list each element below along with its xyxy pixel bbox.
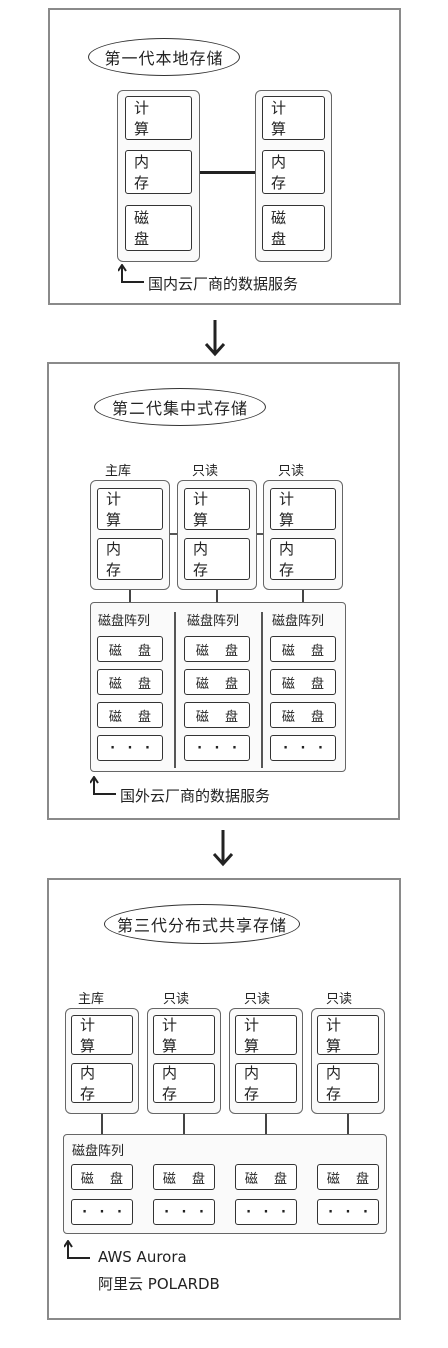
gen3-node-to-array-line xyxy=(183,1114,185,1134)
gen3-more-2: · · · xyxy=(153,1199,215,1225)
gen1-left-compute: 计 算 xyxy=(125,96,192,140)
gen3-more-3: · · · xyxy=(235,1199,297,1225)
gen1-right-disk: 磁 盘 xyxy=(262,205,325,251)
gen2-node-to-array-line xyxy=(302,590,304,602)
gen2-readonly2-compute: 计 算 xyxy=(270,488,336,530)
gen3-readonly2-memory: 内 存 xyxy=(235,1063,297,1103)
gen2-node-label-readonly-2: 只读 xyxy=(278,464,305,479)
gen2-array2-disk-1: 磁 盘 xyxy=(184,636,250,662)
gen2-primary-memory: 内 存 xyxy=(97,538,163,580)
gen1-connector xyxy=(200,171,255,174)
gen1-left-memory: 内 存 xyxy=(125,150,192,194)
gen2-array2-disk-2: 磁 盘 xyxy=(184,669,250,695)
gen3-readonly1-compute: 计 算 xyxy=(153,1015,215,1055)
gen3-caption-line1: AWS Aurora xyxy=(98,1248,187,1266)
gen2-title: 第二代集中式存储 xyxy=(94,388,266,426)
gen3-node-label-readonly-3: 只读 xyxy=(326,992,353,1007)
gen2-node-label-readonly-1: 只读 xyxy=(192,464,219,479)
arrow-down-icon xyxy=(200,318,230,358)
gen3-disk-1: 磁 盘 xyxy=(71,1164,133,1190)
gen2-readonly1-compute: 计 算 xyxy=(184,488,250,530)
gen3-array-label: 磁盘阵列 xyxy=(72,1144,125,1159)
gen2-readonly2-memory: 内 存 xyxy=(270,538,336,580)
gen2-node-to-array-line xyxy=(216,590,218,602)
gen3-readonly3-compute: 计 算 xyxy=(317,1015,379,1055)
gen3-more-1: · · · xyxy=(71,1199,133,1225)
gen2-node-connector xyxy=(257,533,263,535)
gen2-node-label-primary: 主库 xyxy=(105,464,132,479)
gen3-node-to-array-line xyxy=(101,1114,103,1134)
gen2-array3-disk-1: 磁 盘 xyxy=(270,636,336,662)
gen3-primary-compute: 计 算 xyxy=(71,1015,133,1055)
gen2-array-label: 磁盘阵列 xyxy=(272,614,325,629)
gen3-readonly1-memory: 内 存 xyxy=(153,1063,215,1103)
gen2-array1-more: · · · xyxy=(97,735,163,761)
gen2-array1-disk-2: 磁 盘 xyxy=(97,669,163,695)
gen2-array2-disk-3: 磁 盘 xyxy=(184,702,250,728)
gen3-disk-2: 磁 盘 xyxy=(153,1164,215,1190)
gen3-node-label-primary: 主库 xyxy=(78,992,105,1007)
arrow-up-corner-icon xyxy=(117,263,146,288)
gen2-array1-disk-3: 磁 盘 xyxy=(97,702,163,728)
gen3-node-label-readonly-2: 只读 xyxy=(244,992,271,1007)
gen2-array2-more: · · · xyxy=(184,735,250,761)
gen1-right-compute: 计 算 xyxy=(262,96,325,140)
gen3-node-label-readonly-1: 只读 xyxy=(163,992,190,1007)
gen2-array-label: 磁盘阵列 xyxy=(187,614,240,629)
gen2-array3-disk-2: 磁 盘 xyxy=(270,669,336,695)
arrow-up-corner-icon xyxy=(89,775,118,800)
gen3-readonly2-compute: 计 算 xyxy=(235,1015,297,1055)
gen2-array-divider xyxy=(261,612,263,768)
gen3-title: 第三代分布式共享存储 xyxy=(104,904,300,944)
gen2-array3-disk-3: 磁 盘 xyxy=(270,702,336,728)
gen2-readonly1-memory: 内 存 xyxy=(184,538,250,580)
gen2-array-label: 磁盘阵列 xyxy=(98,614,151,629)
gen3-more-4: · · · xyxy=(317,1199,379,1225)
arrow-up-corner-icon xyxy=(63,1239,92,1264)
gen1-title: 第一代本地存储 xyxy=(88,38,240,76)
gen3-node-to-array-line xyxy=(265,1114,267,1134)
gen2-caption: 国外云厂商的数据服务 xyxy=(120,786,271,805)
gen1-right-memory: 内 存 xyxy=(262,150,325,194)
gen2-array1-disk-1: 磁 盘 xyxy=(97,636,163,662)
gen1-caption: 国内云厂商的数据服务 xyxy=(148,274,299,293)
gen2-node-to-array-line xyxy=(129,590,131,602)
gen2-primary-compute: 计 算 xyxy=(97,488,163,530)
gen2-array3-more: · · · xyxy=(270,735,336,761)
gen3-caption-line2: 阿里云 POLARDB xyxy=(98,1274,220,1293)
gen3-disk-3: 磁 盘 xyxy=(235,1164,297,1190)
gen3-disk-4: 磁 盘 xyxy=(317,1164,379,1190)
gen2-array-divider xyxy=(174,612,176,768)
gen2-node-connector xyxy=(170,533,177,535)
gen1-left-disk: 磁 盘 xyxy=(125,205,192,251)
gen3-readonly3-memory: 内 存 xyxy=(317,1063,379,1103)
gen3-primary-memory: 内 存 xyxy=(71,1063,133,1103)
gen3-node-to-array-line xyxy=(347,1114,349,1134)
arrow-down-icon xyxy=(208,828,238,868)
